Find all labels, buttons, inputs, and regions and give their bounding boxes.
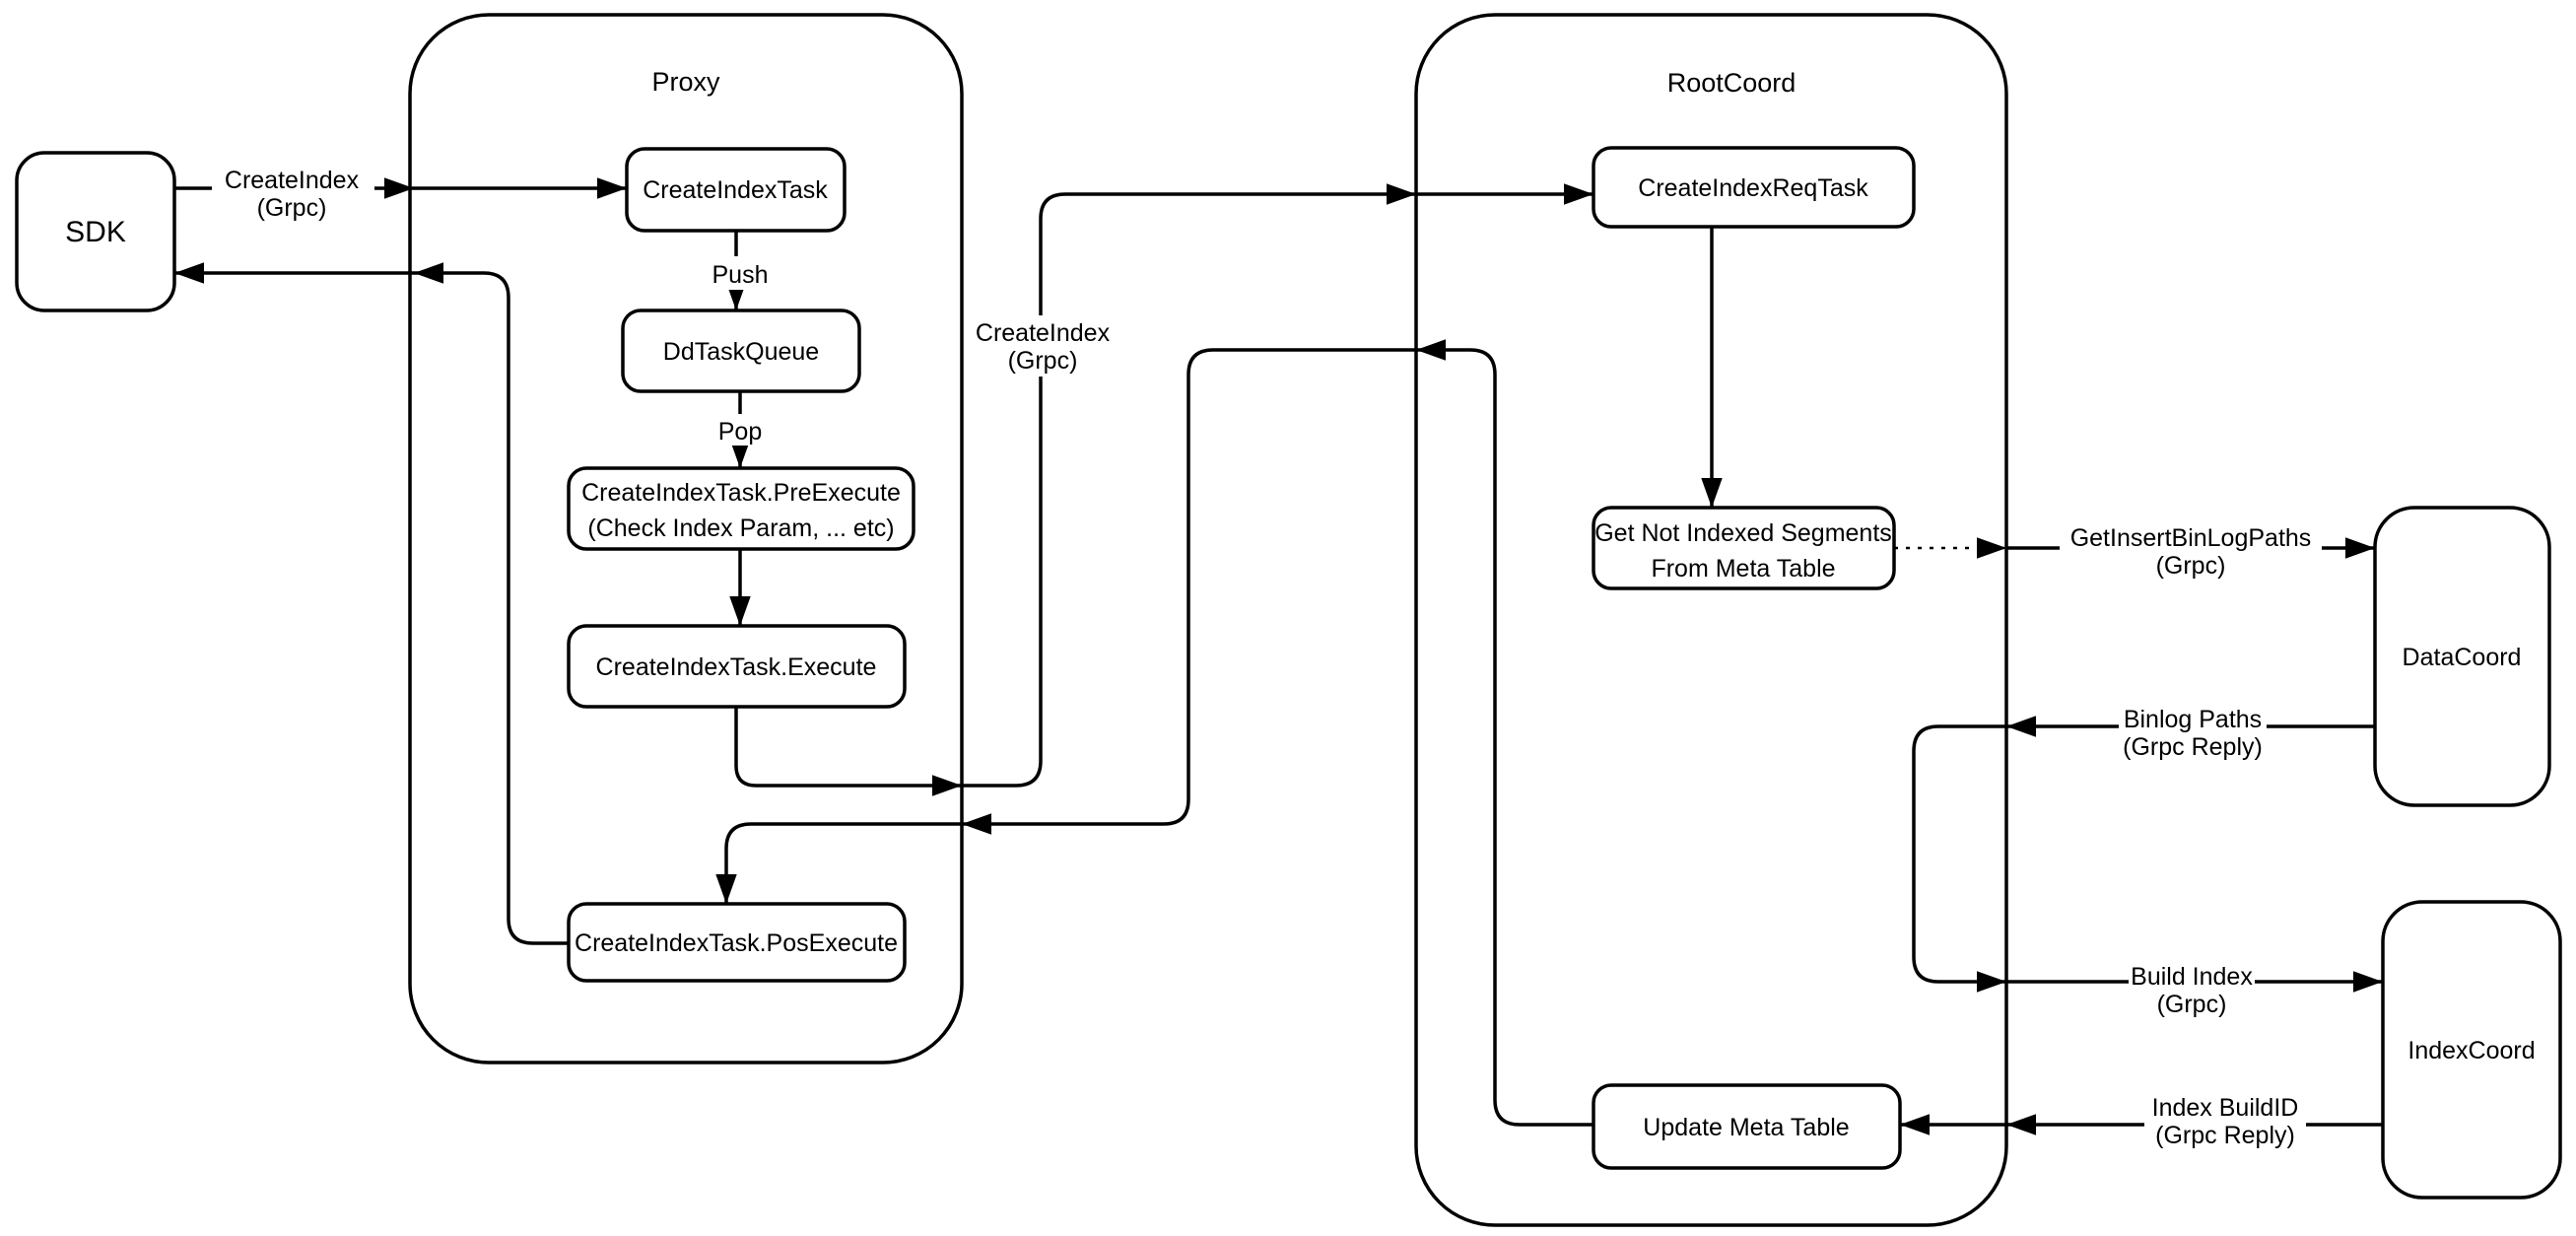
dd-task-queue-label: DdTaskQueue: [663, 338, 819, 366]
get-not-indexed-segments-box: [1592, 506, 1896, 590]
label-indexbuildid-bg: [2144, 1090, 2306, 1151]
create-index-task-box: [625, 147, 847, 233]
pre-execute-box: [567, 466, 915, 551]
get-not-indexed-segments-line2: From Meta Table: [1651, 555, 1835, 583]
label-pop-bg: [710, 414, 771, 446]
label-indexbuildid: Index BuildID (Grpc Reply): [2144, 1090, 2306, 1151]
create-index-req-task-label: CreateIndexReqTask: [1638, 174, 1868, 202]
create-index-req-task-box: [1592, 146, 1916, 229]
label-push: Push: [704, 256, 777, 290]
label-getinsertbinlogpaths: GetInsertBinLogPaths (Grpc): [2060, 520, 2322, 580]
node-update-meta-table: Update Meta Table: [1592, 1083, 1902, 1170]
label-createindex-sdk-line1: CreateIndex: [225, 167, 360, 194]
edge-labels: CreateIndex (Grpc) Push Pop CreateIndex …: [212, 162, 2322, 1151]
label-createindex-sdk: CreateIndex (Grpc): [212, 162, 374, 222]
update-meta-table-box: [1592, 1083, 1902, 1170]
label-binlogpaths-line2: (Grpc Reply): [2123, 733, 2263, 761]
pos-execute-label: CreateIndexTask.PosExecute: [575, 929, 898, 957]
indexcoord-box: [2381, 900, 2562, 1200]
pos-execute-box: [567, 902, 907, 983]
label-buildindex: Build Index (Grpc): [2129, 958, 2255, 1019]
label-pop: Pop: [710, 414, 771, 446]
execute-label: CreateIndexTask.Execute: [596, 653, 877, 681]
rootcoord-container-border: [1414, 13, 2008, 1227]
edge-return-to-rootcoord-edge: [1416, 339, 1593, 1127]
label-binlogpaths: Binlog Paths (Grpc Reply): [2119, 702, 2267, 763]
label-push-bg: [704, 256, 777, 290]
pre-execute-label-line1: CreateIndexTask.PreExecute: [581, 479, 901, 507]
node-dd-task-queue: DdTaskQueue: [621, 309, 861, 393]
indexcoord-label: IndexCoord: [2407, 1037, 2535, 1064]
rootcoord-container: RootCoord: [1414, 13, 2008, 1227]
node-create-index-task: CreateIndexTask: [625, 147, 847, 233]
node-datacoord: DataCoord: [2373, 506, 2551, 807]
edge-createindex-grpc: [962, 183, 1416, 788]
sdk-label: SDK: [65, 216, 126, 248]
node-create-index-req-task: CreateIndexReqTask: [1592, 146, 1916, 229]
edge-return-to-posexecute: [715, 822, 962, 904]
label-buildindex-line1: Build Index: [2131, 963, 2253, 991]
label-indexbuildid-line2: (Grpc Reply): [2155, 1122, 2295, 1149]
edge-return-to-proxy-edge: [962, 348, 1416, 835]
node-get-not-indexed-segments: Get Not Indexed Segments From Meta Table: [1592, 506, 1896, 590]
label-createindex-mid: CreateIndex (Grpc): [971, 315, 1115, 377]
label-createindex-sdk-line2: (Grpc): [257, 194, 327, 222]
nodes: SDK CreateIndexTask DdTaskQueue CreateIn…: [15, 146, 2562, 1200]
label-binlogpaths-bg: [2119, 702, 2267, 763]
get-not-indexed-segments-line1: Get Not Indexed Segments: [1594, 519, 1892, 547]
edge-posexecute-exit: [414, 262, 569, 945]
dd-task-queue-box: [621, 309, 861, 393]
pre-execute-label-line2: (Check Index Param, ... etc): [587, 515, 894, 542]
label-binlogpaths-line1: Binlog Paths: [2124, 706, 2262, 733]
execute-box: [567, 624, 907, 709]
node-sdk: SDK: [15, 151, 176, 312]
sdk-box: [15, 151, 176, 312]
label-pop-text: Pop: [718, 418, 762, 446]
node-pos-execute: CreateIndexTask.PosExecute: [567, 902, 907, 983]
datacoord-box: [2373, 506, 2551, 807]
label-indexbuildid-line1: Index BuildID: [2152, 1094, 2299, 1122]
proxy-title: Proxy: [651, 67, 720, 97]
label-push-text: Push: [712, 261, 769, 289]
label-buildindex-line2: (Grpc): [2157, 991, 2227, 1018]
edge-execute-exit: [734, 707, 962, 796]
label-createindex-mid-line2: (Grpc): [1008, 347, 1078, 375]
datacoord-label: DataCoord: [2403, 644, 2522, 671]
label-createindex-mid-bg: [971, 315, 1115, 377]
label-createindex-mid-line1: CreateIndex: [976, 319, 1111, 347]
label-getinsertbinlogpaths-line2: (Grpc): [2156, 552, 2226, 580]
node-pre-execute: CreateIndexTask.PreExecute (Check Index …: [567, 466, 915, 551]
label-getinsertbinlogpaths-bg: [2060, 520, 2322, 580]
edge-rootcoord-bracket: [1912, 724, 2006, 993]
node-execute: CreateIndexTask.Execute: [567, 624, 907, 709]
label-createindex-sdk-bg: [212, 162, 374, 221]
label-getinsertbinlogpaths-line1: GetInsertBinLogPaths: [2070, 524, 2312, 552]
node-indexcoord: IndexCoord: [2381, 900, 2562, 1200]
label-buildindex-bg: [2129, 958, 2255, 1019]
update-meta-table-label: Update Meta Table: [1643, 1114, 1849, 1141]
create-index-task-label: CreateIndexTask: [643, 176, 828, 204]
rootcoord-title: RootCoord: [1667, 68, 1796, 98]
